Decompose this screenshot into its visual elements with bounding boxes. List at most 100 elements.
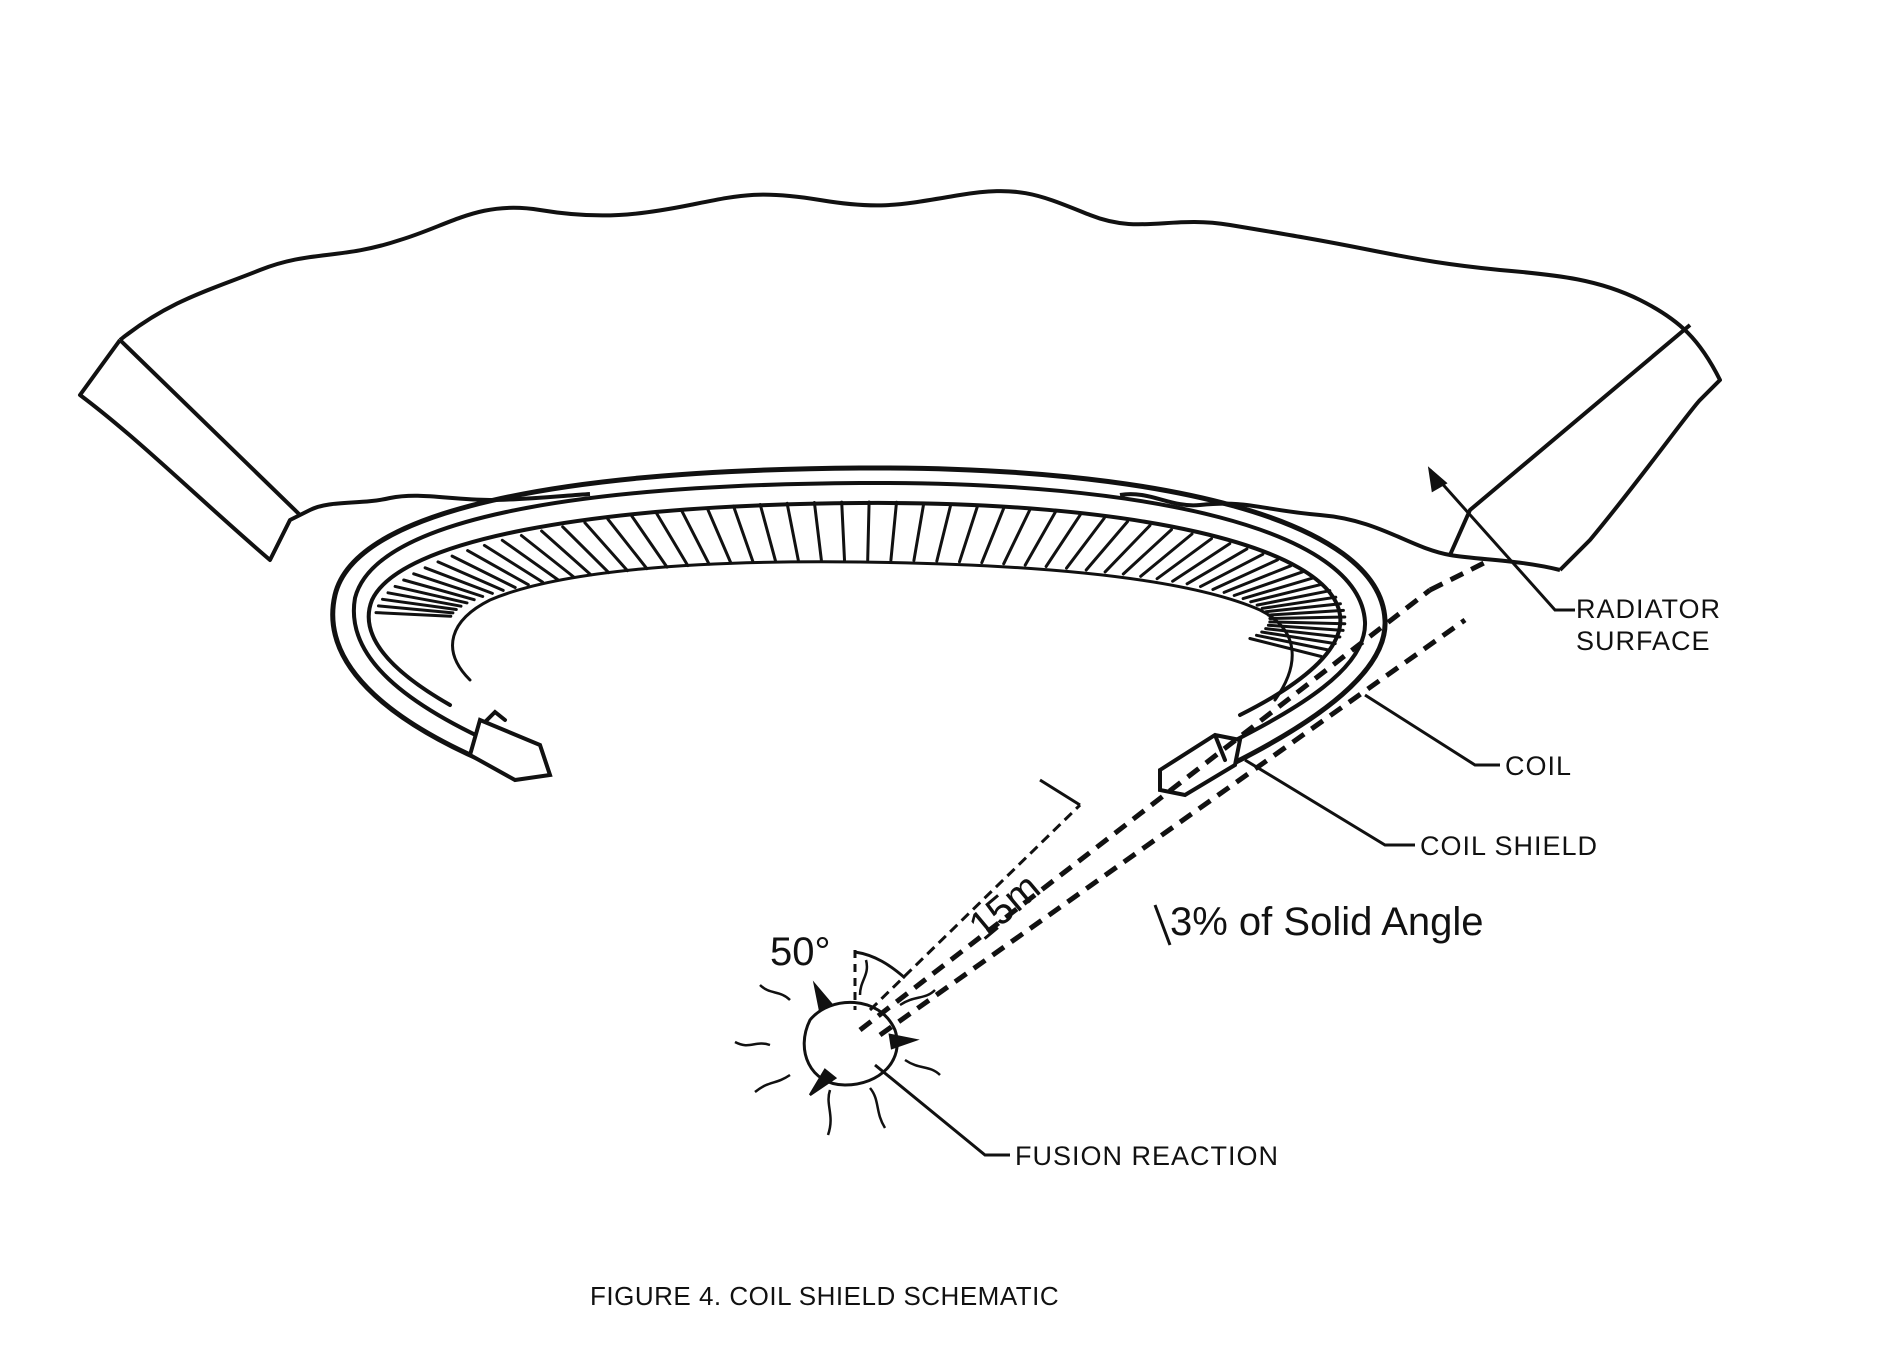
radiator-surface bbox=[78, 189, 1722, 572]
coil-rib bbox=[958, 504, 980, 564]
coil-rib bbox=[1255, 589, 1332, 607]
coil-label: COIL bbox=[1505, 751, 1572, 781]
coil-rib bbox=[1264, 602, 1342, 614]
radiator-outline bbox=[118, 189, 1722, 572]
coil-rib bbox=[466, 549, 530, 587]
solid-angle-label: 3% of Solid Angle bbox=[1170, 900, 1484, 944]
coil-rib bbox=[374, 611, 453, 618]
coil-rib bbox=[889, 500, 898, 562]
distance-dimension bbox=[868, 778, 1082, 1012]
coil-rib bbox=[1185, 547, 1249, 586]
coil-rib bbox=[519, 534, 576, 579]
coil-rib bbox=[630, 514, 669, 569]
coil-rib bbox=[423, 566, 494, 595]
coil-ring bbox=[330, 465, 1388, 798]
coil-teeth-edge bbox=[451, 560, 1294, 702]
coil-rib bbox=[450, 554, 517, 589]
coil-rib bbox=[583, 521, 629, 573]
fusion-spike-2 bbox=[888, 1033, 920, 1050]
fusion-rays bbox=[734, 959, 941, 1136]
coil-rib bbox=[654, 511, 690, 568]
coil-outer-edge bbox=[330, 465, 1388, 773]
coil-rib bbox=[377, 604, 455, 615]
coil-rib bbox=[1268, 620, 1347, 626]
coil-rib bbox=[1260, 630, 1337, 646]
coil-rib bbox=[758, 503, 778, 563]
coil-rib bbox=[1199, 552, 1265, 589]
coil-right-end bbox=[1158, 732, 1243, 798]
fusion-spike-3 bbox=[808, 1068, 838, 1097]
coil-rib bbox=[785, 501, 800, 563]
radiator-dash-segment bbox=[1428, 557, 1492, 593]
coil-rib bbox=[1044, 513, 1082, 568]
coil-shield-leader bbox=[1244, 758, 1415, 847]
figure-caption: FIGURE 4. COIL SHIELD SCHEMATIC bbox=[590, 1281, 1059, 1311]
solid-angle-leader bbox=[1153, 904, 1172, 946]
coil-rib bbox=[540, 529, 593, 577]
coil-rib bbox=[980, 505, 1006, 565]
leader-lines bbox=[874, 466, 1575, 1157]
coil-rib bbox=[1248, 637, 1323, 658]
coil-shield-edge bbox=[351, 480, 1368, 757]
coil-rib bbox=[500, 538, 560, 581]
angle-label: 50° bbox=[770, 930, 831, 974]
coil-rib bbox=[482, 543, 544, 584]
fusion-leader bbox=[874, 1063, 1010, 1157]
coil-rib bbox=[436, 560, 505, 592]
fusion-reaction-label: FUSION REACTION bbox=[1015, 1141, 1279, 1171]
coil-inner-edge bbox=[366, 500, 1343, 717]
fusion-spike-1 bbox=[812, 980, 835, 1012]
cone-upper-line bbox=[858, 588, 1432, 1032]
coil-rib bbox=[1232, 570, 1305, 597]
coil-rib bbox=[1241, 576, 1315, 601]
coil-rib bbox=[1023, 510, 1057, 567]
coil-rib bbox=[402, 578, 476, 602]
coil-leader bbox=[1364, 693, 1500, 767]
coil-rib bbox=[561, 525, 611, 575]
coil-rib bbox=[1002, 508, 1032, 566]
coil-rib bbox=[381, 597, 458, 611]
coil-rib bbox=[866, 500, 871, 562]
coil-rib bbox=[1264, 627, 1342, 639]
coil-rib bbox=[1155, 537, 1213, 581]
coil-rib bbox=[1267, 608, 1345, 617]
solid-angle-cone bbox=[858, 557, 1492, 1038]
coil-rib bbox=[1266, 623, 1345, 632]
coil-rib bbox=[840, 500, 846, 562]
radiator-label-line1: RADIATOR bbox=[1576, 594, 1721, 624]
coil-rib bbox=[386, 591, 463, 608]
coil-rib bbox=[812, 501, 823, 562]
radiator-leader-arrow bbox=[1427, 466, 1448, 493]
coil-rib bbox=[912, 501, 926, 562]
radiator-left-end bbox=[78, 338, 591, 562]
coil-rib bbox=[1255, 633, 1331, 652]
coil-rib bbox=[1260, 595, 1338, 610]
coil-rib bbox=[732, 504, 755, 564]
coil-rib bbox=[1084, 520, 1129, 572]
coil-rib bbox=[606, 517, 649, 571]
angle-marker bbox=[853, 950, 906, 1010]
coil-rib bbox=[1171, 542, 1232, 583]
coil-shield-label: COIL SHIELD bbox=[1420, 831, 1598, 861]
coil-rib bbox=[705, 506, 733, 565]
coil-rib bbox=[680, 508, 711, 566]
coil-rib bbox=[393, 584, 469, 605]
distance-extension bbox=[1039, 778, 1081, 807]
radiator-left-edge bbox=[118, 338, 302, 517]
distance-label: 15m bbox=[961, 865, 1049, 949]
coil-rib bbox=[1211, 558, 1279, 591]
coil-rib bbox=[1222, 564, 1293, 594]
coil-rib bbox=[1121, 528, 1173, 576]
distance-line bbox=[868, 803, 1082, 1012]
coil-rib bbox=[412, 572, 485, 598]
coil-rib bbox=[1103, 523, 1152, 574]
fusion-core bbox=[802, 1000, 899, 1087]
radiator-leader bbox=[1428, 469, 1575, 612]
coil-left-end bbox=[467, 709, 553, 783]
coil-rib bbox=[1065, 516, 1106, 570]
coil-rib bbox=[1249, 582, 1324, 604]
coil-ribs bbox=[374, 500, 1347, 658]
coil-rib bbox=[935, 502, 953, 563]
radiator-label-line2: SURFACE bbox=[1576, 626, 1711, 656]
